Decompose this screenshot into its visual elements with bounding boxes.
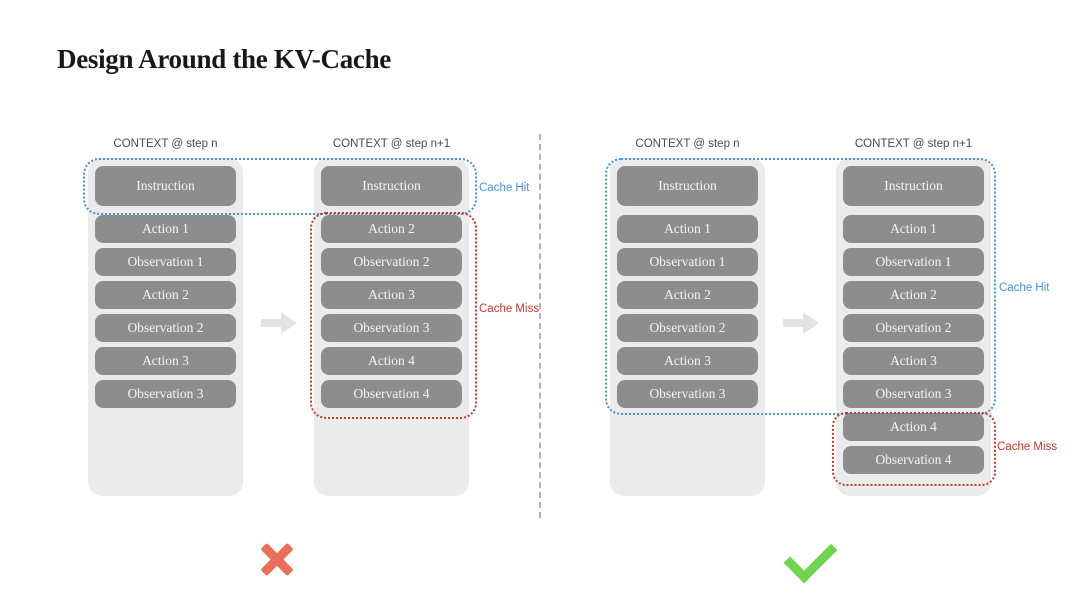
context-box: Observation 3 xyxy=(95,380,236,408)
cache-hit-label: Cache Hit xyxy=(999,282,1050,294)
context-box: Observation 1 xyxy=(843,248,984,276)
context-box: Instruction xyxy=(617,166,758,206)
context-box: Instruction xyxy=(321,166,462,206)
context-box: Action 3 xyxy=(321,281,462,309)
divider xyxy=(539,134,541,518)
context-box: Action 1 xyxy=(617,215,758,243)
context-box: Observation 3 xyxy=(617,380,758,408)
context-box: Action 4 xyxy=(843,413,984,441)
context-box: Action 2 xyxy=(843,281,984,309)
context-header: CONTEXT @ step n xyxy=(635,138,740,150)
cache-miss-label: Cache Miss xyxy=(997,441,1058,453)
context-box: Observation 1 xyxy=(95,248,236,276)
cache-hit-label: Cache Hit xyxy=(479,182,530,194)
context-column-step-n: Instruction Action 1 Observation 1 Actio… xyxy=(610,158,765,496)
context-column-step-n1: Instruction Action 1 Observation 1 Actio… xyxy=(836,158,991,496)
arrow-right-icon xyxy=(261,312,297,334)
context-box: Observation 4 xyxy=(843,446,984,474)
context-box: Action 1 xyxy=(843,215,984,243)
context-box: Observation 3 xyxy=(843,380,984,408)
context-box: Action 3 xyxy=(617,347,758,375)
context-column-step-n: Instruction Action 1 Observation 1 Actio… xyxy=(88,158,243,496)
context-box: Action 2 xyxy=(95,281,236,309)
cross-icon xyxy=(258,541,296,579)
context-box: Action 1 xyxy=(95,215,236,243)
context-column-step-n1: Instruction Action 2 Observation 2 Actio… xyxy=(314,158,469,496)
context-header: CONTEXT @ step n+1 xyxy=(332,138,451,150)
page-title: Design Around the KV-Cache xyxy=(57,44,391,74)
context-box: Action 2 xyxy=(321,215,462,243)
context-box: Observation 2 xyxy=(617,314,758,342)
context-box: Observation 4 xyxy=(321,380,462,408)
context-box: Instruction xyxy=(95,166,236,206)
context-header: CONTEXT @ step n+1 xyxy=(854,138,973,150)
context-header: CONTEXT @ step n xyxy=(113,138,218,150)
cache-miss-label: Cache Miss xyxy=(479,303,540,315)
context-box: Observation 3 xyxy=(321,314,462,342)
context-box: Action 3 xyxy=(95,347,236,375)
context-box: Action 4 xyxy=(321,347,462,375)
context-box: Action 3 xyxy=(843,347,984,375)
context-box: Action 2 xyxy=(617,281,758,309)
check-icon xyxy=(783,529,838,584)
arrow-right-icon xyxy=(783,312,819,334)
context-box: Observation 1 xyxy=(617,248,758,276)
context-box: Instruction xyxy=(843,166,984,206)
context-box: Observation 2 xyxy=(95,314,236,342)
context-box: Observation 2 xyxy=(843,314,984,342)
context-box: Observation 2 xyxy=(321,248,462,276)
